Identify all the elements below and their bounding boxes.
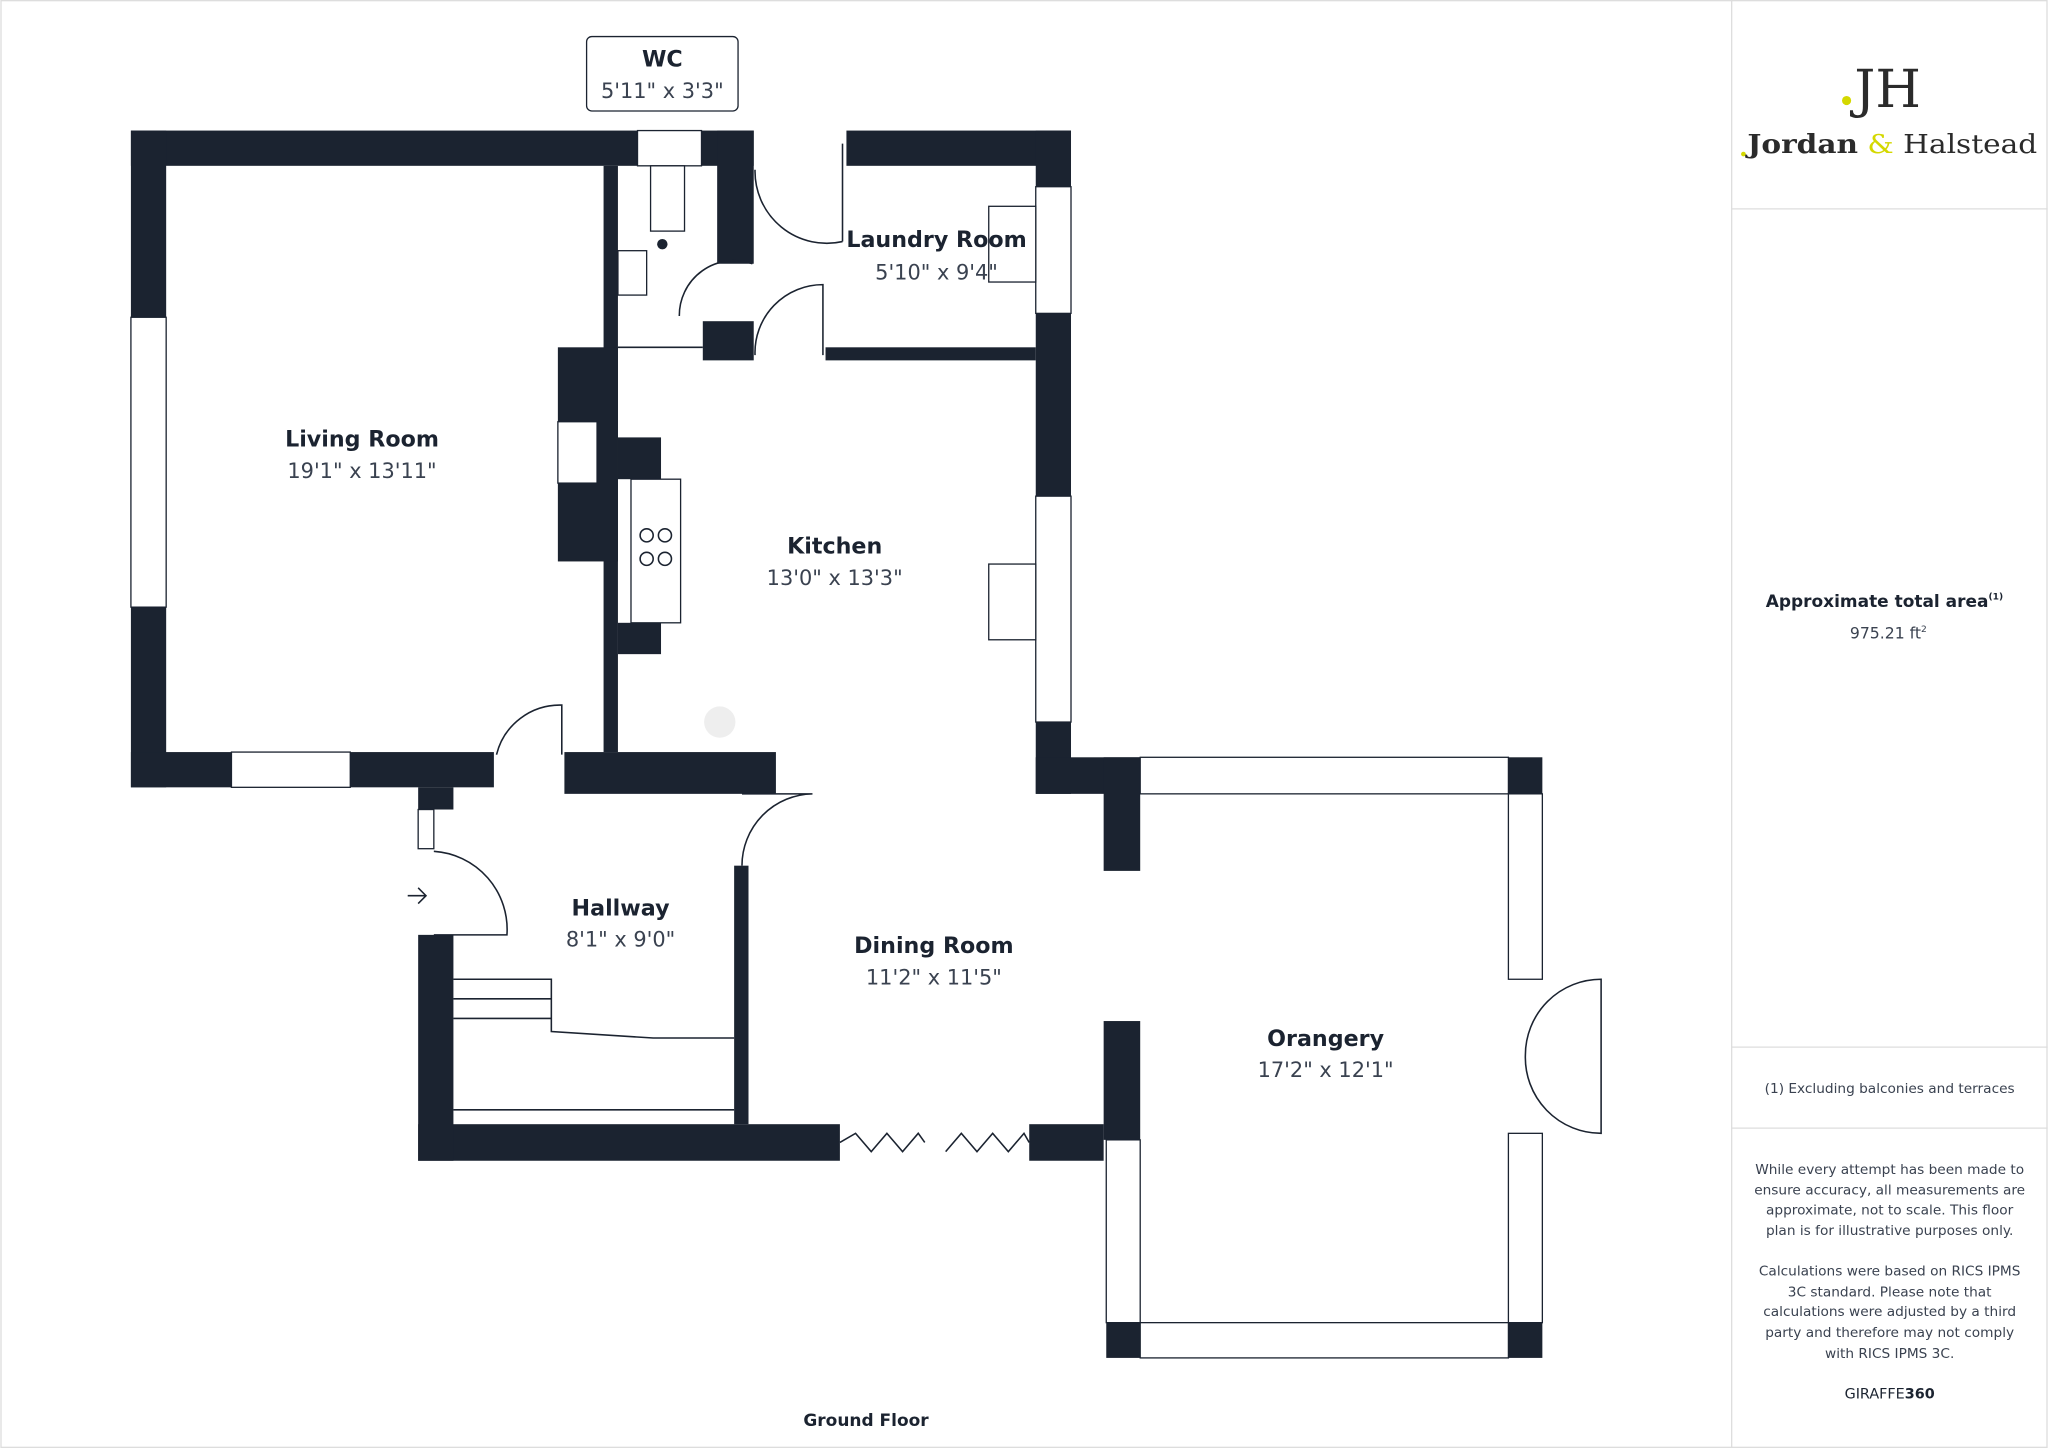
svg-text:party and therefore may not co: party and therefore may not comply [1765, 1325, 2014, 1341]
wc-label-box [585, 35, 739, 112]
svg-text:While every attempt has been m: While every attempt has been made to [1755, 1162, 2024, 1178]
footnote: (1) Excluding balconies and terraces [1765, 1081, 2015, 1097]
disclaimer: While every attempt has been made to ens… [1754, 1162, 2025, 1362]
room-orangery: Orangery 17'2" x 12'1" [1258, 1026, 1394, 1082]
room-laundry: Laundry Room 5'10" x 9'4" [846, 227, 1026, 285]
svg-text:plan is for illustrative purpo: plan is for illustrative purposes only. [1766, 1223, 2013, 1239]
window [1139, 1322, 1510, 1359]
svg-text:Laundry Room: Laundry Room [846, 227, 1026, 253]
window [1035, 186, 1072, 315]
svg-text:Hallway: Hallway [572, 895, 671, 921]
window [1105, 1139, 1141, 1324]
svg-text:5'10" x 9'4": 5'10" x 9'4" [875, 260, 998, 284]
svg-text:11'2" x 11'5": 11'2" x 11'5" [866, 965, 1002, 989]
svg-text:8'1" x 9'0": 8'1" x 9'0" [566, 928, 675, 952]
window [1507, 793, 1544, 980]
svg-text:WC: WC [642, 47, 683, 73]
svg-text:Calculations were based on RIC: Calculations were based on RICS IPMS [1759, 1264, 2021, 1280]
area-title: Approximate total area(1) [1766, 592, 2003, 612]
room-dining: Dining Room 11'2" x 11'5" [854, 933, 1014, 989]
area-value: 975.21 ft2 [1850, 623, 1927, 642]
svg-text:13'0" x 13'3": 13'0" x 13'3" [767, 566, 903, 590]
brand-logo: JH Jordan & Halstead [1741, 60, 2037, 160]
fireplace [557, 421, 598, 484]
floor-label: Ground Floor [803, 1411, 929, 1431]
svg-text:5'11" x 3'3": 5'11" x 3'3" [601, 79, 724, 103]
svg-text:with RICS IPMS 3C.: with RICS IPMS 3C. [1825, 1346, 1954, 1362]
svg-text:Living Room: Living Room [285, 427, 439, 453]
svg-text:Kitchen: Kitchen [787, 534, 882, 560]
room-living: Living Room 19'1" x 13'11" [285, 427, 439, 483]
svg-text:approximate, not to scale. Thi: approximate, not to scale. This floor [1766, 1202, 2014, 1218]
svg-text:JH: JH [1849, 60, 1920, 120]
giraffe360-credit: GIRAFFE360 [1845, 1386, 1935, 1402]
walls [130, 129, 1602, 1359]
svg-text:Orangery: Orangery [1267, 1026, 1384, 1052]
svg-text:Dining Room: Dining Room [854, 933, 1014, 959]
window [130, 316, 167, 608]
window [1035, 495, 1072, 723]
svg-text:19'1" x 13'11": 19'1" x 13'11" [287, 459, 436, 483]
svg-text:calculations were adjusted by: calculations were adjusted by a third [1763, 1304, 2016, 1320]
window [1507, 1132, 1544, 1324]
svg-text:17'2" x 12'1": 17'2" x 12'1" [1258, 1058, 1394, 1082]
window [230, 751, 351, 788]
room-hallway: Hallway 8'1" x 9'0" [566, 895, 675, 951]
window [1139, 756, 1510, 795]
svg-text:3C standard. Please note that: 3C standard. Please note that [1788, 1285, 1992, 1301]
brand-wordmark: Jordan & Halstead [1745, 129, 2037, 160]
watermark [704, 706, 736, 738]
info-panel: JH Jordan & Halstead Approximate total a… [1731, 0, 2048, 1448]
room-wc: WC 5'11" x 3'3" [601, 47, 724, 103]
room-kitchen: Kitchen 13'0" x 13'3" [767, 534, 903, 590]
svg-text:ensure accuracy, all measureme: ensure accuracy, all measurements are [1754, 1183, 2025, 1199]
